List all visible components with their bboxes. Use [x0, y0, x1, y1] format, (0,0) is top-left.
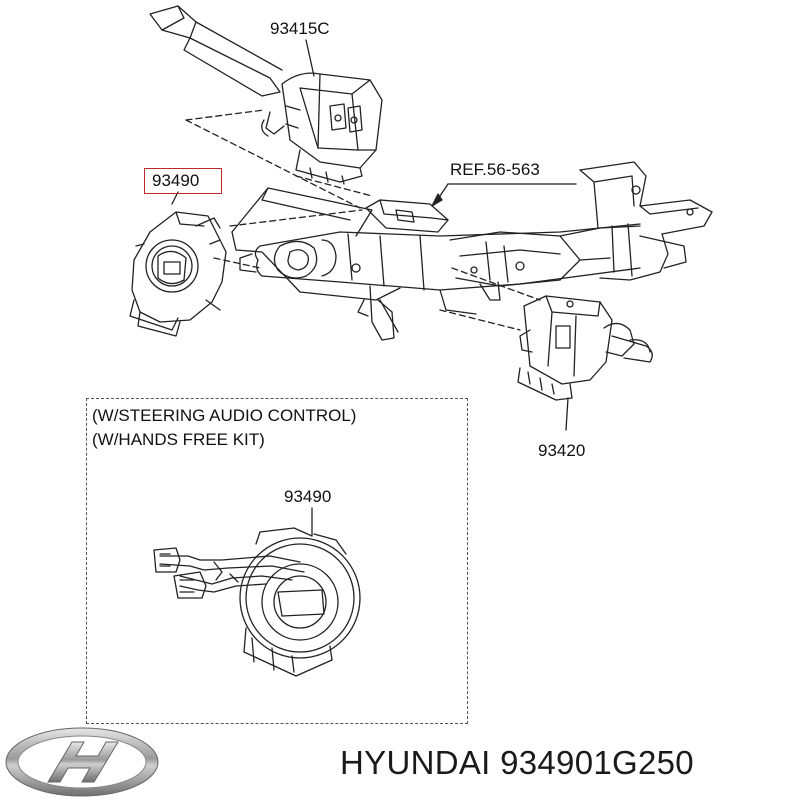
leader-93420 [565, 397, 569, 431]
label-93420: 93420 [538, 441, 586, 460]
clock-spring-drawing-option [153, 507, 361, 677]
label-ref-56-563: REF.56-563 [450, 160, 540, 179]
brand-name: HYUNDAI [340, 744, 491, 781]
multifunction-switch-drawing [149, 5, 383, 185]
clock-spring-drawing-main [129, 191, 227, 337]
footer-brand-part-number: HYUNDAI 934901G250 [340, 744, 694, 782]
label-93490-main: 93490 [152, 171, 200, 190]
wiper-switch-drawing [517, 295, 653, 401]
optional-equipment-box [86, 398, 468, 724]
hyundai-logo-icon [5, 727, 159, 797]
steering-column-drawing [231, 161, 713, 341]
highlight-box-93490 [144, 168, 222, 194]
label-93490-option: 93490 [284, 487, 332, 506]
label-93415C: 93415C [270, 19, 330, 38]
leader-93415C [305, 39, 315, 77]
part-number: 934901G250 [500, 744, 694, 781]
note-hands-free-kit: (W/HANDS FREE KIT) [92, 430, 265, 449]
note-steering-audio-control: (W/STEERING AUDIO CONTROL) [92, 406, 357, 425]
